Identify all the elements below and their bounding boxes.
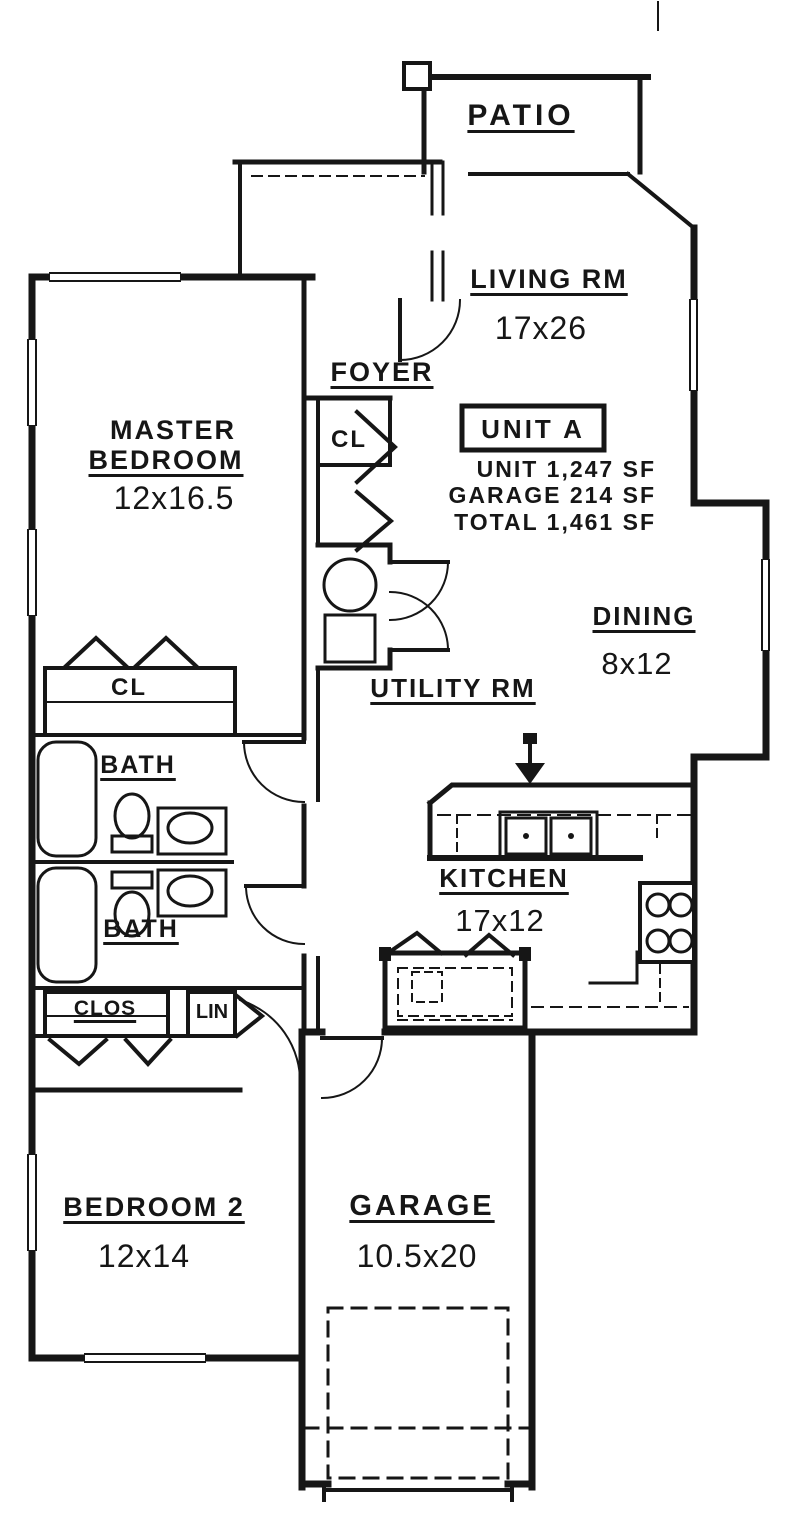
clos-label: CLOS: [73, 997, 137, 1020]
utility-room-label: UTILITY RM: [370, 673, 536, 703]
washer: [322, 557, 378, 613]
unit-sf-line: UNIT 1,247 SF: [476, 456, 656, 482]
sink: [166, 874, 214, 908]
toilet-tank: [110, 870, 154, 890]
dryer: [323, 613, 377, 664]
kitchen-sink-right: [549, 816, 593, 856]
sink: [166, 811, 214, 845]
total-sf-line: TOTAL 1,461 SF: [454, 509, 656, 535]
garage-dim: 10.5x20: [356, 1238, 478, 1274]
foyer-closet-label: CL: [331, 426, 367, 453]
garage-sf-line: GARAGE 214 SF: [448, 482, 656, 508]
utility-door-lower: [388, 590, 450, 652]
master-bedroom-label-line2: BEDROOM: [88, 445, 244, 475]
master-bedroom-dim: 12x16.5: [113, 480, 235, 516]
bathtub: [36, 740, 98, 858]
bath1-fixtures: [36, 740, 228, 858]
utility-door-upper: [388, 560, 450, 622]
entry-courtyard-walls: [232, 159, 445, 302]
garage-overhead-door: [322, 1482, 514, 1502]
bedroom2-dim: 12x14: [97, 1238, 191, 1274]
garage-label: GARAGE: [349, 1190, 495, 1222]
garage-door-swing: [320, 1036, 384, 1100]
garage-markings: [302, 1306, 532, 1480]
bifold-doors: [47, 409, 516, 1067]
master-bath-label: BATH: [100, 751, 176, 779]
interior-walls: [29, 274, 393, 1093]
patio-walls: [402, 1, 697, 231]
dining-label: DINING: [592, 601, 696, 631]
master-closet-label: CL: [111, 674, 147, 701]
toilet-bowl: [113, 890, 151, 938]
bath-door-swing: [244, 884, 306, 946]
patio-post: [402, 61, 432, 91]
toilet-bowl: [113, 792, 151, 840]
second-bath-label: BATH: [103, 915, 179, 943]
unit-name-box: [459, 403, 607, 453]
master-bedroom-label-line1: MASTER: [110, 415, 236, 445]
toilet-tank: [110, 834, 154, 854]
doors: [238, 298, 514, 1502]
kitchen-label: KITCHEN: [439, 863, 569, 893]
pantry: [382, 950, 528, 1031]
utility-fixtures: [322, 557, 378, 664]
bedroom2-door-swing: [238, 998, 302, 1088]
chamfer-wall: [625, 171, 697, 231]
bedroom2-label: BEDROOM 2: [63, 1192, 245, 1222]
kitchen-fixtures: [379, 733, 697, 1031]
dining-dim: 8x12: [601, 646, 673, 681]
bathtub: [36, 866, 98, 984]
bath2-fixtures: [36, 866, 228, 984]
living-room-label: LIVING RM: [470, 264, 628, 294]
entry-door-swing: [398, 298, 462, 362]
arrow-icon: [515, 763, 545, 784]
living-room-dim: 17x26: [494, 310, 588, 346]
patio-label: PATIO: [467, 99, 575, 132]
unit-name: UNIT A: [481, 414, 585, 444]
kitchen-sink-left: [504, 816, 548, 856]
linen-label: LIN: [195, 1001, 229, 1023]
kitchen-dim: 17x12: [455, 903, 545, 938]
windows: [26, 271, 772, 1364]
master-door-swing: [242, 740, 306, 804]
foyer-label: FOYER: [330, 357, 434, 387]
